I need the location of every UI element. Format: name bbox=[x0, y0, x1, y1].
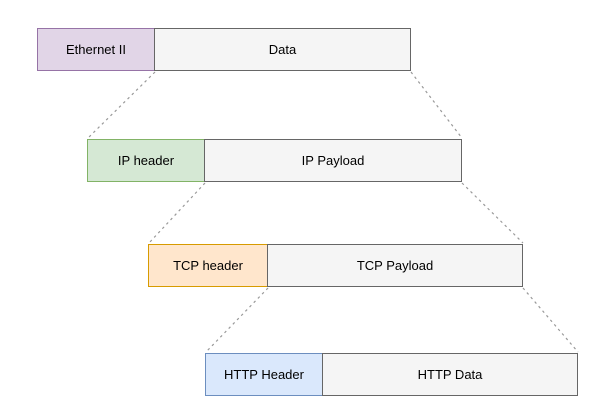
ethernet-payload-label: Data bbox=[268, 42, 297, 57]
http-header-box: HTTP Header bbox=[205, 353, 323, 396]
ip-payload-box: IP Payload bbox=[204, 139, 462, 182]
ethernet-header-label: Ethernet II bbox=[66, 42, 126, 57]
tcp-header-box: TCP header bbox=[148, 244, 268, 287]
dashed-connector-ip-right bbox=[461, 182, 524, 244]
ip-header-label: IP header bbox=[117, 153, 175, 168]
row-ip-packet: IP header IP Payload bbox=[87, 139, 462, 182]
tcp-payload-box: TCP Payload bbox=[267, 244, 523, 287]
ethernet-payload-box: Data bbox=[154, 28, 411, 71]
dashed-connector-tcp-left bbox=[205, 287, 269, 353]
row-ethernet-frame: Ethernet II Data bbox=[37, 28, 411, 71]
dashed-connector-ethernet-right bbox=[410, 71, 463, 139]
row-http-message: HTTP Header HTTP Data bbox=[205, 353, 578, 396]
dashed-connector-tcp-right bbox=[522, 287, 579, 353]
dashed-connector-ip-left bbox=[148, 182, 206, 244]
row-tcp-segment: TCP header TCP Payload bbox=[148, 244, 523, 287]
tcp-header-label: TCP header bbox=[173, 258, 243, 273]
ip-payload-label: IP Payload bbox=[301, 153, 365, 168]
http-payload-label: HTTP Data bbox=[417, 367, 483, 382]
http-payload-box: HTTP Data bbox=[322, 353, 578, 396]
dashed-connector-ethernet-left bbox=[87, 71, 156, 139]
ip-header-box: IP header bbox=[87, 139, 205, 182]
http-header-label: HTTP Header bbox=[224, 367, 304, 382]
ethernet-header-box: Ethernet II bbox=[37, 28, 155, 71]
tcp-payload-label: TCP Payload bbox=[356, 258, 434, 273]
